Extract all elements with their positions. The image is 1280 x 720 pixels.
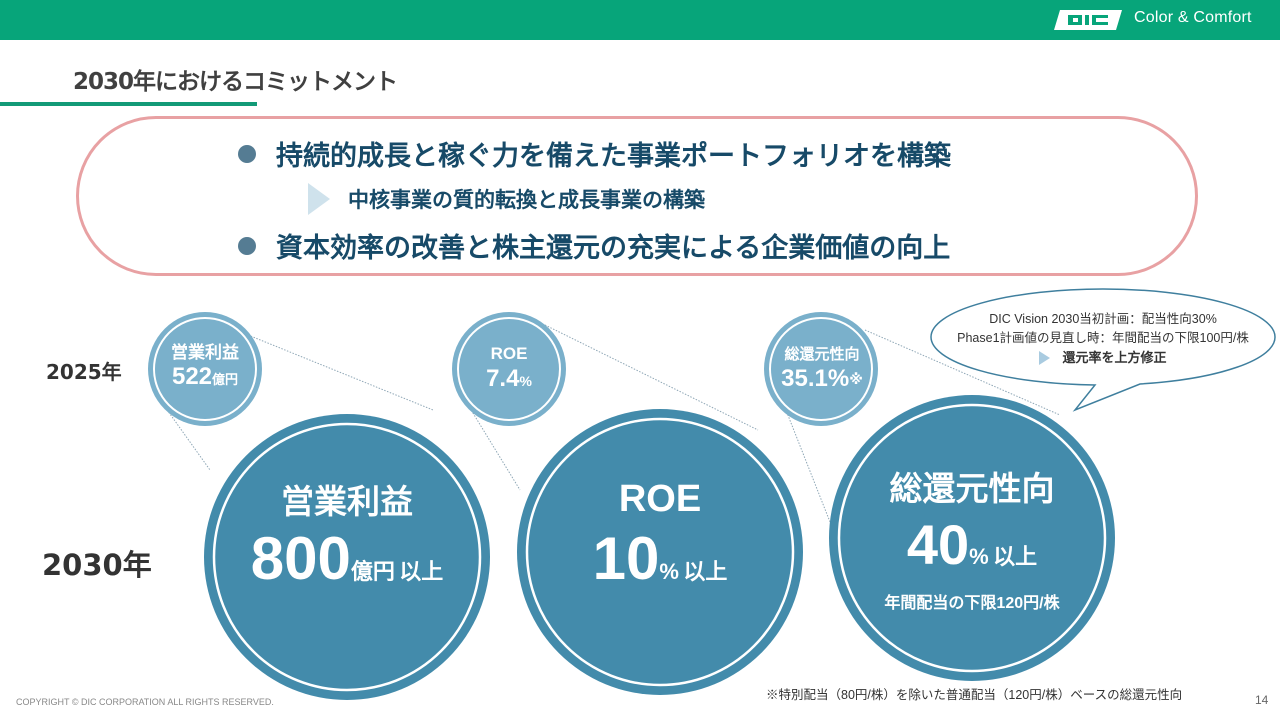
kpi-sub-note: 年間配当の下限120円/株: [884, 595, 1060, 612]
callout-line-2: Phase1計画値の見直し時：年間配当の下限100円/株: [957, 331, 1249, 345]
kpi-value: 800: [250, 525, 351, 592]
big-circle-total-return: [829, 395, 1115, 681]
commitment-text: 持続的成長と稼ぐ力を備えた事業ポートフォリオを構築: [276, 141, 951, 172]
small-circle-operating-profit: [148, 312, 262, 426]
kpi-unit: %: [969, 544, 989, 569]
kpi-2030-operating-profit: 営業利益 800億円 以上: [217, 480, 477, 610]
kpi-2030-total-return: 総還元性向 40% 以上 年間配当の下限120円/株: [842, 466, 1102, 615]
kpi-2030-roe: ROE 10% 以上: [530, 474, 790, 610]
commitment-bullet-1: 持続的成長と稼ぐ力を備えた事業ポートフォリオを構築: [238, 134, 951, 173]
kpi-unit: %: [659, 559, 679, 584]
small-circle-total-return: [764, 312, 878, 426]
callout-line-1: DIC Vision 2030当初計画：配当性向30%: [989, 312, 1217, 326]
commitment-text: 中核事業の質的転換と成長事業の構築: [348, 188, 705, 212]
kpi-2025-operating-profit: 営業利益 522億円: [155, 343, 255, 394]
kpi-2025-roe: ROE 7.4%: [459, 343, 559, 396]
kpi-qualifier: 以上: [399, 559, 444, 584]
footnote: ※特別配当（80円/株）を除いた普通配当（120円/株）ベースの総還元性向: [766, 688, 1183, 702]
dic-logo-icon: [1054, 10, 1122, 30]
kpi-value: 10: [592, 525, 660, 592]
bullet-dot-icon: [238, 144, 256, 163]
triangle-arrow-icon: [308, 183, 330, 215]
kpi-2025-total-return: 総還元性向 35.1%※: [767, 345, 877, 396]
small-circle-roe: [452, 312, 566, 426]
kpi-unit: %: [519, 373, 532, 389]
bullet-dot-icon: [238, 236, 256, 255]
callout-emphasis: 還元率を上方修正: [1062, 350, 1167, 365]
big-circle-operating-profit: [204, 414, 490, 700]
year-label-2030: 2030年: [42, 548, 152, 582]
callout-text: DIC Vision 2030当初計画：配当性向30% Phase1計画値の見直…: [930, 310, 1276, 371]
callout-bubble: [930, 288, 1276, 412]
kpi-label: 総還元性向: [784, 346, 860, 363]
page-title: 2030年におけるコミットメント: [73, 69, 398, 95]
commitment-bullet-2: 資本効率の改善と株主還元の充実による企業価値の向上: [238, 226, 950, 265]
callout-line-3: 還元率を上方修正: [1039, 348, 1167, 367]
kpi-value: 7.4: [486, 365, 520, 392]
kpi-value: 522: [171, 363, 213, 390]
year-label-2025: 2025年: [46, 360, 122, 384]
kpi-unit: 億円: [350, 559, 395, 584]
commitment-text: 資本効率の改善と株主還元の充実による企業価値の向上: [276, 233, 951, 264]
kpi-qualifier: 以上: [993, 544, 1038, 569]
page-number: 14: [1255, 693, 1269, 707]
copyright: COPYRIGHT © DIC CORPORATION ALL RIGHTS R…: [16, 697, 274, 707]
title-underline: [0, 102, 257, 106]
commitment-box: [76, 116, 1198, 276]
kpi-note-mark: ※: [849, 371, 863, 387]
header-bar: Color & Comfort: [0, 0, 1280, 40]
kpi-label: 営業利益: [281, 483, 413, 520]
kpi-value: 35.1%: [781, 365, 850, 392]
commitment-sub-bullet: 中核事業の質的転換と成長事業の構築: [308, 183, 705, 215]
kpi-unit: 億円: [212, 372, 239, 387]
kpi-label: ROE: [490, 344, 528, 363]
kpi-label: 営業利益: [171, 343, 239, 362]
kpi-label: 総還元性向: [889, 470, 1055, 507]
kpi-label: ROE: [618, 478, 702, 520]
big-circle-roe: [517, 409, 803, 695]
kpi-value: 40: [906, 513, 970, 576]
tagline: Color & Comfort: [1134, 9, 1252, 26]
kpi-qualifier: 以上: [683, 559, 728, 584]
triangle-arrow-icon: [1039, 350, 1051, 365]
